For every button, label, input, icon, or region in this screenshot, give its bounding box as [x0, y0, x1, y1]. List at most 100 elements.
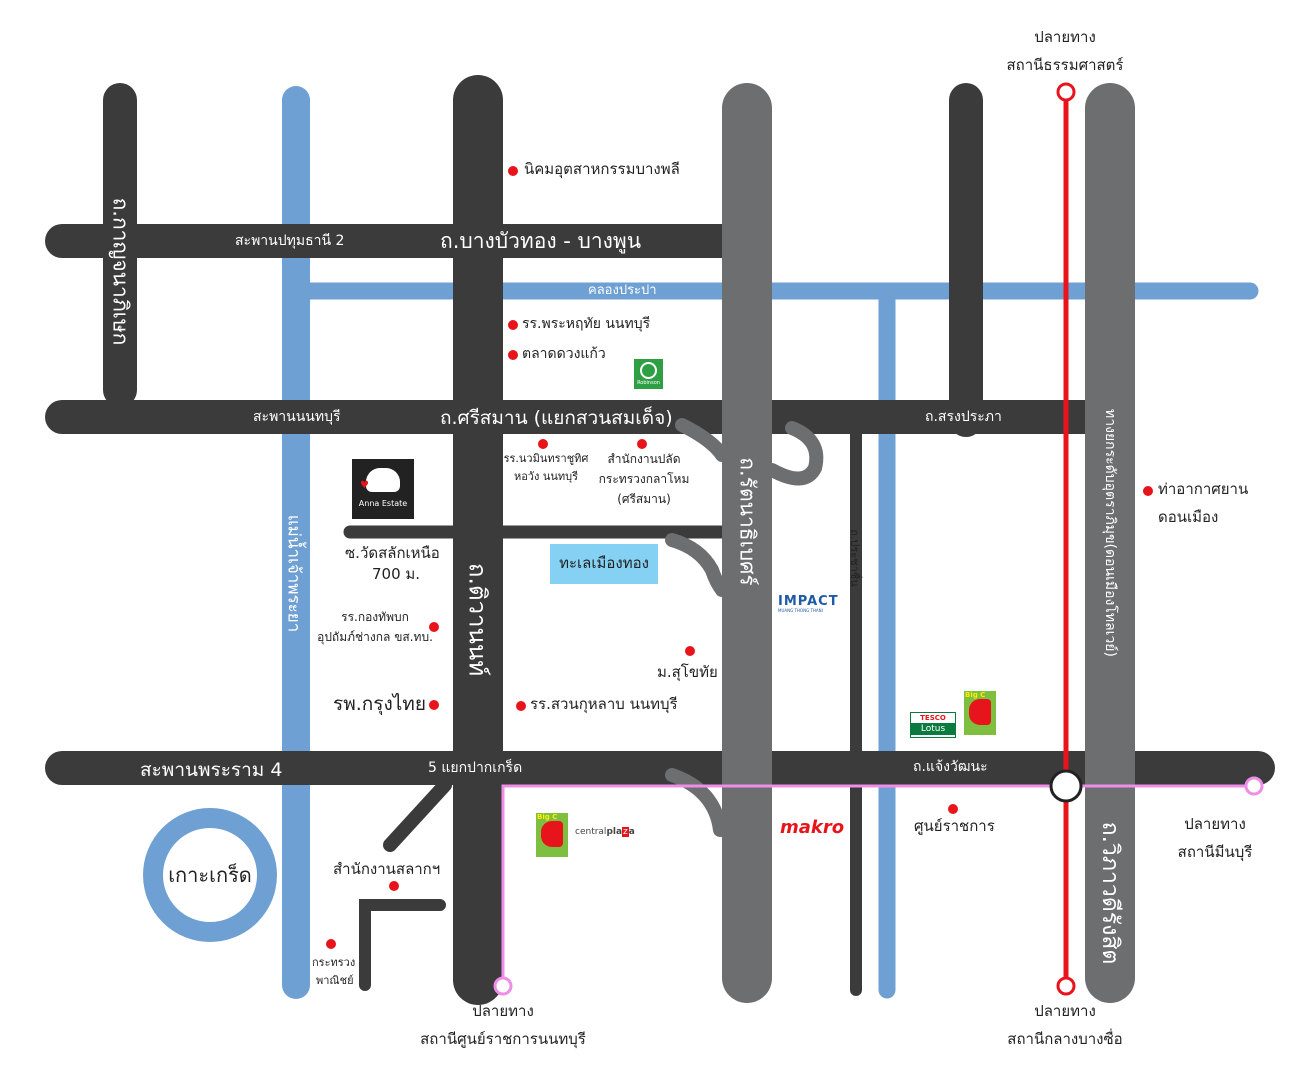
red-line-terminal-south — [1056, 976, 1076, 996]
bigc-c-icon — [969, 699, 991, 725]
vibhavadi-text: ถ.วิภาวดีรังสิต — [1097, 821, 1123, 965]
poi-airport-2: ดอนเมือง — [1158, 508, 1219, 526]
makro-logo: makro — [780, 817, 845, 838]
tiwanon-text: ถ.ติวานนท์ — [463, 562, 492, 677]
station-govcenter-nonthaburi: สถานีศูนย์ราชการนนทบุรี — [420, 1030, 586, 1048]
bigc-c-icon — [541, 821, 563, 847]
interchange-station — [1049, 769, 1083, 803]
label-rattanathibet-road: ถ.รัตนาธิเบศร์ — [731, 422, 764, 622]
muang-thong-lake — [550, 544, 658, 584]
tesco-text: TESCO — [920, 714, 946, 722]
poi-krungthai: รพ.กรุงไทย — [333, 693, 426, 715]
central-plaza-logo: centralplaza — [575, 827, 635, 837]
station-prefix: ปลายทาง — [1034, 1002, 1096, 1020]
poi-dot — [429, 700, 439, 710]
road-lottery — [359, 899, 446, 991]
poi-dot — [429, 622, 439, 632]
label-pakkret-junction: 5 แยกปากเกร็ด — [428, 760, 523, 776]
poi-dot — [326, 939, 336, 949]
poi-stou: ม.สุโขทัย — [657, 663, 718, 681]
label-canal: คลองประปา — [588, 283, 657, 298]
label-srisaman-road: ถ.ศรีสมาน (แยกสวนสมเด็จ) — [440, 407, 673, 429]
poi-dot — [1143, 486, 1153, 496]
robinson-text: Robinson — [637, 380, 660, 386]
poi-airport-1: ท่าอากาศยาน — [1158, 480, 1249, 498]
koh-kret-island — [143, 808, 277, 942]
tesco-lotus-logo: TESCO Lotus — [910, 712, 956, 738]
poi-dot — [685, 646, 695, 656]
poi-govcenter: ศูนย์ราชการ — [914, 817, 995, 835]
poi-dot — [508, 350, 518, 360]
poi-bangphli: นิคมอุตสาหกรรมบางพลี — [524, 160, 680, 178]
poi-dot — [516, 701, 526, 711]
impact-logo: IMPACT MUANG THONG THANI — [778, 595, 848, 617]
kanchanaphisek-text: ถ.กาญจนาภิเษก — [108, 197, 133, 346]
poi-army-school-2: อุปถัมภ์ช่างกล ขส.ทบ. — [317, 630, 433, 644]
poi-commerce-1: กระทรวง — [312, 956, 356, 969]
station-prefix: ปลายทาง — [472, 1002, 534, 1020]
road-diagonal — [383, 778, 452, 852]
station-prefix: ปลายทาง — [1184, 815, 1246, 833]
elephant-icon — [366, 468, 400, 492]
bigc-text: Big C — [965, 691, 986, 699]
label-koh-kret: เกาะเกร็ด — [168, 863, 252, 887]
poi-dot — [538, 439, 548, 449]
poi-dot — [389, 881, 399, 891]
central-pla-text: pla — [606, 827, 623, 837]
station-thammasat: สถานีธรรมศาสตร์ — [1006, 56, 1124, 74]
anna-estate-text: Anna Estate — [358, 499, 408, 508]
poi-dot — [508, 320, 518, 330]
interchange-north-west — [675, 418, 729, 462]
poi-nawamin-1: รร.นวมินทราชูทิศ — [503, 452, 589, 465]
poi-office-2: กระทรวงกลาโหม — [598, 472, 690, 486]
label-chaengwattana-road: ถ.แจ้งวัฒนะ — [913, 759, 988, 775]
label-vibhavadi-road: ถ.วิภาวดีรังสิต — [1092, 793, 1128, 993]
poi-dot — [948, 804, 958, 814]
label-tiwanon-road: ถ.ติวานนท์ — [459, 520, 498, 720]
interchange-south — [665, 768, 727, 837]
impact-text: IMPACT — [778, 594, 839, 609]
poi-army-school-1: รร.กองทัพบก — [341, 610, 409, 624]
pink-line-terminal-west — [493, 976, 513, 996]
poi-commerce-2: พาณิชย์ — [316, 974, 354, 987]
poi-duangkaew: ตลาดดวงแก้ว — [522, 346, 606, 362]
station-minburi: สถานีมีนบุรี — [1177, 843, 1253, 861]
label-kanchanaphisek-road: ถ.กาญจนาภิเษก — [104, 172, 137, 372]
label-pathum-bridge: สะพานปทุมธานี 2 — [235, 233, 345, 249]
poi-dot — [508, 166, 518, 176]
bigc-logo-east: Big C — [964, 691, 996, 735]
central-a-text: a — [628, 827, 635, 837]
prachachuen-text: ถ.ประชาชื่น — [848, 529, 861, 587]
station-bangsue: สถานีกลางบางซื่อ — [1007, 1030, 1123, 1048]
interchange-mid — [665, 533, 729, 597]
pink-line-terminal-east — [1244, 776, 1264, 796]
label-nonthaburi-bridge: สะพานนนทบุรี — [253, 409, 341, 425]
rattanathibet-text: ถ.รัตนาธิเบศร์ — [735, 457, 760, 586]
poi-lottery: สำนักงานสลากฯ — [333, 860, 441, 878]
poi-office-3: (ศรีสมาน) — [617, 492, 671, 506]
poi-nawamin-2: หอวัง นนทบุรี — [513, 470, 579, 483]
poi-suankularb: รร.สวนกุหลาบ นนทบุรี — [530, 695, 678, 713]
poi-office-1: สำนักงานปลัด — [607, 452, 681, 466]
label-lake: ทะเลเมืองทอง — [559, 554, 649, 572]
label-prachachuen-road: ถ.ประชาชื่น — [846, 508, 866, 608]
red-line-terminal-north — [1056, 82, 1076, 102]
label-soi-watsalak: ซ.วัดสลักเหนือ — [345, 544, 440, 562]
label-rama4-bridge: สะพานพระราม 4 — [140, 759, 283, 781]
station-prefix: ปลายทาง — [1034, 28, 1096, 46]
poi-dot — [637, 439, 647, 449]
highway-text: ทางยกระดับอุตราภิมุข(ดอนเมืองโทลเวย์) — [1102, 409, 1118, 657]
robinson-logo: Robinson — [634, 359, 663, 389]
label-bangbuathong-road: ถ.บางบัวทอง - บางพูน — [440, 229, 642, 253]
interchange-north-east — [765, 421, 824, 486]
heart-icon: ♥ — [360, 480, 369, 491]
label-soi-distance: 700 ม. — [372, 565, 421, 583]
label-songprapa-road: ถ.สรงประภา — [925, 409, 1002, 425]
bigc-logo-west: Big C — [536, 813, 568, 857]
pink-line — [501, 784, 1254, 986]
poi-phrahruthai: รร.พระหฤทัย นนทบุรี — [522, 316, 651, 332]
central-z-text: z — [622, 827, 629, 837]
central-text: central — [575, 827, 607, 837]
label-highway: ทางยกระดับอุตราภิมุข(ดอนเมืองโทลเวย์) — [1099, 383, 1121, 683]
